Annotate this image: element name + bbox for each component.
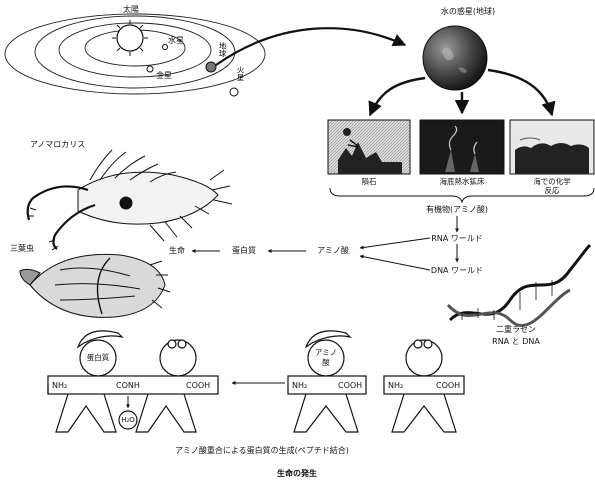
amino-acid-label: アミノ酸 [317, 246, 349, 256]
source-label-vent: 海底熱水鉱床 [440, 177, 485, 186]
protein-hat-label: 蛋白質 [87, 353, 110, 363]
arrow-rna-to-amino [360, 238, 430, 248]
rna-world-label: RNA ワールド [431, 234, 483, 244]
dna-world-label: DNA ワールド [431, 266, 483, 276]
arrow-earth-to-planet [216, 28, 405, 65]
amino-hat-label-2: 酸 [322, 358, 330, 368]
anomalocaris-label: アノマロカリス [30, 140, 85, 150]
amino-hat-label-1: アミノ [315, 348, 337, 358]
earth-label: 地球 [218, 42, 226, 57]
source-ocean-image [510, 120, 594, 174]
water-planet-icon [423, 26, 487, 90]
venus-icon [147, 66, 153, 72]
mercury-icon [163, 45, 168, 50]
organic-label: 有機物(アミノ酸) [426, 205, 488, 215]
nh2-label-mid: NH₂ [292, 381, 307, 391]
h2o-label: H₂O [121, 415, 135, 425]
source-label-ocean: 海での化学反応 [531, 177, 574, 195]
arrow-dna-to-amino [360, 256, 430, 270]
arrow-planet-to-meteorite [370, 78, 425, 115]
cooh-label-right: COOH [436, 381, 460, 391]
source-meteorite-image [328, 120, 410, 174]
sun-icon [112, 20, 148, 56]
nh2-label-right: NH₂ [388, 381, 403, 391]
helix-label-1: 二重ラセン [496, 325, 536, 335]
arrow-planet-to-ocean [488, 70, 552, 115]
conh-label: CONH [116, 381, 140, 391]
peptide-caption: アミノ酸重合による蛋白質の生成(ペプチド結合) [175, 446, 349, 456]
cooh-label-mid: COOH [338, 381, 362, 391]
mercury-label: 水星 [168, 36, 184, 46]
cooh-label-left: COOH [186, 381, 210, 391]
figure-title: 生命の発生 [277, 469, 317, 479]
source-label-meteorite: 隕石 [362, 177, 377, 186]
earth-small-icon [206, 62, 216, 72]
mars-label: 火星 [236, 66, 244, 81]
mars-icon [230, 88, 238, 96]
source-vent-image [420, 120, 504, 174]
trilobite-label: 三葉虫 [10, 244, 34, 254]
sun-label: 太陽 [123, 5, 139, 15]
venus-label: 金星 [156, 71, 172, 81]
helix-label-2: RNA と DNA [492, 337, 540, 347]
double-helix-drawing [448, 245, 590, 326]
protein-label: 蛋白質 [232, 246, 256, 256]
life-label: 生命 [169, 246, 185, 256]
nh2-label-left: NH₂ [52, 381, 67, 391]
trilobite-drawing [20, 254, 170, 317]
anomalocaris-drawing [28, 150, 232, 250]
planet-title: 水の惑星(地球) [441, 7, 495, 17]
